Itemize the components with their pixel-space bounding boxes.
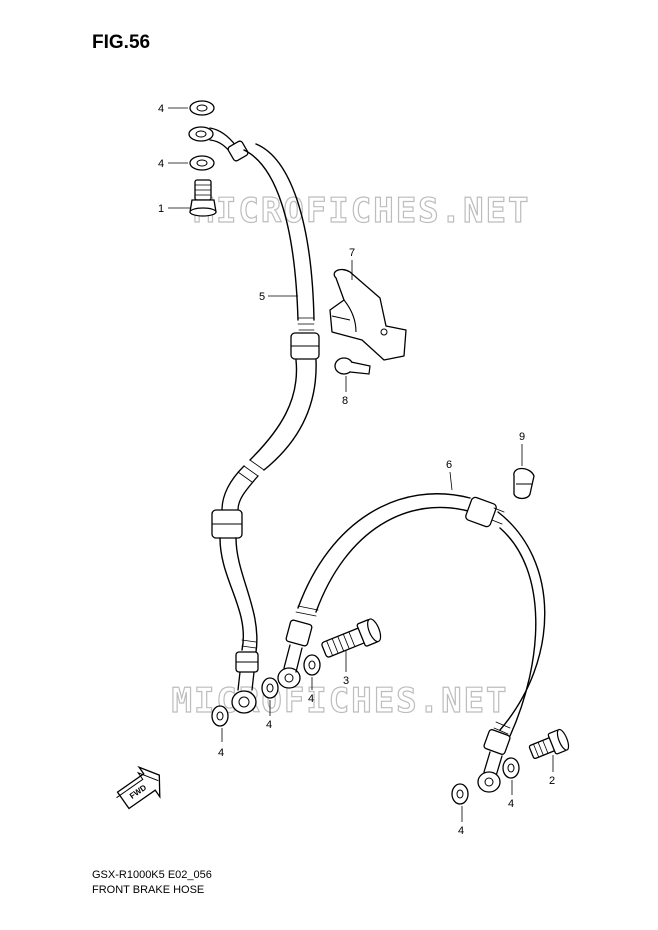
- callout-c4d[interactable]: 4: [266, 719, 272, 731]
- figure-title: FIG.56: [92, 32, 151, 53]
- bracket-bolt-8[interactable]: [334, 357, 371, 375]
- hose-grommet-lower: [465, 496, 497, 528]
- washer-lower-d[interactable]: [451, 783, 469, 805]
- hose-bracket[interactable]: [329, 268, 407, 361]
- figure-caption: FRONT BRAKE HOSE: [92, 884, 205, 896]
- union-bolt-3[interactable]: [320, 617, 384, 661]
- top-hardware: [189, 100, 217, 217]
- callout-c4e[interactable]: 4: [308, 693, 314, 705]
- callout-c7[interactable]: 7: [349, 247, 355, 259]
- banjo-fitting-lower-right: [477, 771, 501, 793]
- callout-c3[interactable]: 3: [343, 675, 349, 687]
- banjo-fitting-top: [188, 126, 214, 142]
- union-bolt-2[interactable]: [527, 728, 570, 763]
- hose-clamp-9[interactable]: [513, 467, 535, 500]
- brake-hose-upper[interactable]: [188, 126, 320, 714]
- callout-c4g[interactable]: 4: [458, 825, 464, 837]
- washer-lower-c[interactable]: [303, 654, 321, 676]
- banjo-fitting-lower-left: [231, 690, 257, 714]
- washer-lower-a[interactable]: [211, 705, 229, 727]
- model-code: GSX-R1000K5 E02_056: [92, 869, 212, 881]
- callouts: [168, 107, 554, 822]
- callout-c6[interactable]: 6: [446, 459, 452, 471]
- callout-labels: 4 4 1 5 7 8 9 6 3 4 4 4 2 4 4: [158, 103, 555, 837]
- callout-c2[interactable]: 2: [549, 775, 555, 787]
- callout-c5[interactable]: 5: [259, 291, 265, 303]
- forward-direction-badge: FWD: [116, 765, 161, 810]
- watermark-top: MICROFICHES.NET: [193, 191, 530, 231]
- hose-ferrule-lower-middle: [285, 619, 313, 647]
- union-bolt-1[interactable]: [189, 179, 217, 217]
- callout-c1[interactable]: 1: [158, 203, 164, 215]
- hose-ferrule-top: [227, 140, 249, 162]
- callout-c4b[interactable]: 4: [158, 158, 164, 170]
- washer-lower-b[interactable]: [261, 677, 279, 699]
- washer-lower-e[interactable]: [502, 757, 520, 779]
- brake-hose-lower[interactable]: [277, 493, 546, 793]
- hose-ferrule-lower-right: [483, 729, 511, 755]
- callout-c4a[interactable]: 4: [158, 103, 164, 115]
- callout-c4f[interactable]: 4: [508, 798, 514, 810]
- banjo-fitting-lower-middle: [277, 667, 301, 689]
- callout-c4c[interactable]: 4: [218, 747, 224, 759]
- loose-washers: [211, 654, 520, 805]
- callout-c9[interactable]: 9: [519, 431, 525, 443]
- watermark-group: MICROFICHES.NET MICROFICHES.NET: [171, 190, 530, 721]
- callout-c8[interactable]: 8: [342, 395, 348, 407]
